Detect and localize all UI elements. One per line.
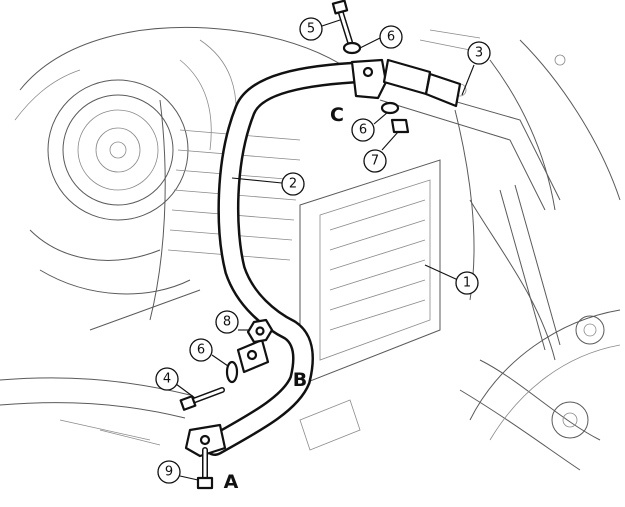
callout-6-middle: 6 [351,118,375,142]
washer-lower [225,360,239,384]
mount-point-c-label: C [330,104,344,126]
lower-mount-bracket-a [184,423,227,458]
crash-bar-tube [204,61,376,456]
upper-clamp-bracket [350,58,432,100]
bolt-lower-side [179,387,225,411]
callout-6-top-label: 6 [387,30,395,45]
hex-nut [246,318,274,344]
callout-5: 5 [299,17,323,41]
nut-flange [390,118,410,134]
washer-top [342,41,362,55]
callout-1: 1 [455,271,479,295]
callout-2: 2 [281,172,305,196]
leader-lines [175,19,475,481]
lower-mount-bracket-b [236,338,270,374]
callout-5-label: 5 [307,22,315,37]
callout-3: 3 [467,41,491,65]
callout-6-lower-label: 6 [197,343,205,358]
callout-8-label: 8 [223,315,231,330]
callout-7-label: 7 [371,154,379,169]
mount-point-a-label: A [224,471,239,493]
washer-middle [380,101,400,115]
callout-4: 4 [155,367,179,391]
bolt-bottom [196,447,214,490]
motorcycle-background [0,27,621,471]
callout-9-label: 9 [165,465,173,480]
callout-6-lower: 6 [189,338,213,362]
bolt-top [331,0,353,45]
mount-point-b-label: B [293,369,307,391]
callout-6-middle-label: 6 [359,123,367,138]
callout-7: 7 [363,149,387,173]
callout-4-label: 4 [163,372,171,387]
callout-8: 8 [215,310,239,334]
callout-6-top: 6 [379,25,403,49]
callout-9: 9 [157,460,181,484]
callout-3-label: 3 [475,46,483,61]
frame-clamp-sleeve [424,72,462,108]
callout-1-label: 1 [463,276,471,291]
callout-2-label: 2 [289,177,297,192]
